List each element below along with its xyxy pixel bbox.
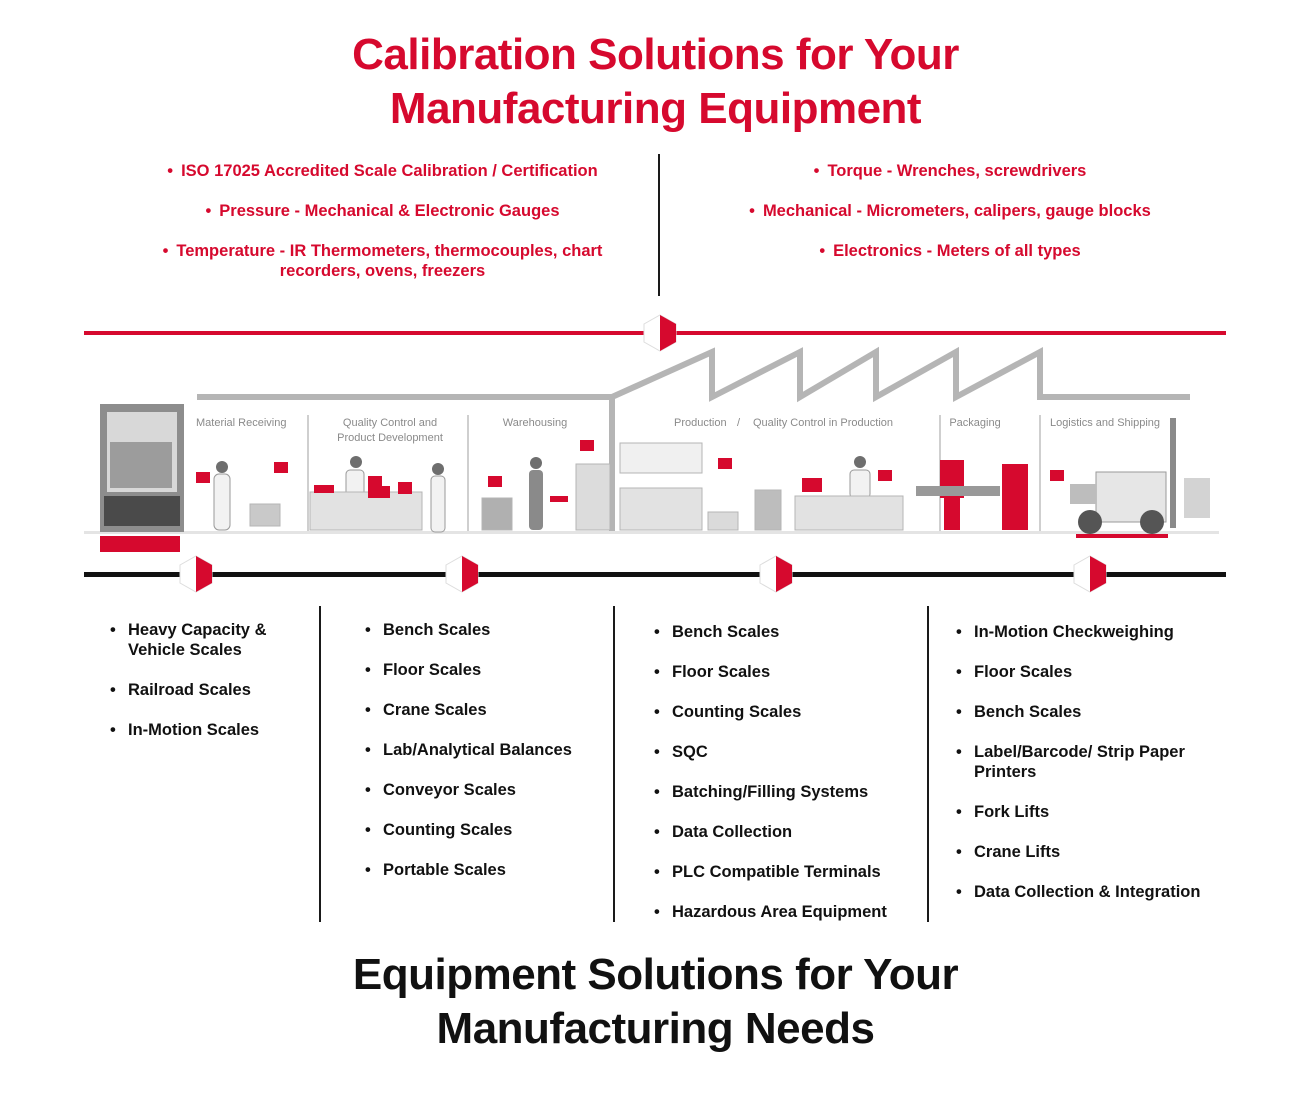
equipment-item: PLC Compatible Terminals	[654, 862, 919, 882]
equipment-item: Floor Scales	[365, 660, 605, 680]
equipment-item: Lab/Analytical Balances	[365, 740, 605, 760]
calibration-title-line1: Calibration Solutions for Your	[352, 30, 959, 79]
equipment-item: Data Collection & Integration	[956, 882, 1226, 902]
calibration-title-line2: Manufacturing Equipment	[389, 84, 922, 133]
stage-label-logistics: Logistics and Shipping	[1050, 417, 1160, 429]
timeline-bottom-marker-3	[759, 555, 793, 593]
floor-line	[84, 531, 1219, 534]
equipment-divider-1	[319, 606, 321, 922]
equipment-item: Batching/Filling Systems	[654, 782, 919, 802]
equipment-title-line1: Equipment Solutions for Your	[352, 950, 959, 999]
truck-icon	[100, 404, 184, 552]
workbench-icons	[249, 442, 904, 531]
equipment-column-2: Bench Scales Floor Scales Crane Scales L…	[365, 620, 605, 900]
product-icons	[314, 482, 568, 502]
equipment-item: In-Motion Checkweighing	[956, 622, 1226, 642]
equipment-divider-2	[613, 606, 615, 922]
equipment-item: Bench Scales	[956, 702, 1226, 722]
calibration-item: •Torque - Wrenches, screwdrivers	[813, 162, 1087, 180]
equipment-title-line2: Manufacturing Needs	[436, 1004, 875, 1053]
stage-label-warehousing: Warehousing	[503, 417, 567, 429]
stage-label-qc-line2: Product Development	[337, 432, 443, 444]
calibration-item: •Mechanical - Micrometers, calipers, gau…	[749, 202, 1151, 220]
equipment-item: Floor Scales	[956, 662, 1226, 682]
stage-label-separator: /	[737, 417, 741, 429]
timeline-top-marker	[643, 314, 677, 352]
calibration-list-left: •ISO 17025 Accredited Scale Calibration …	[120, 161, 645, 301]
equipment-column-3: Bench Scales Floor Scales Counting Scale…	[654, 622, 919, 942]
timeline-bottom-marker-1	[179, 555, 213, 593]
equipment-item: Crane Lifts	[956, 842, 1226, 862]
calibration-item: •Electronics - Meters of all types	[819, 242, 1081, 260]
equipment-item: Hazardous Area Equipment	[654, 902, 919, 922]
equipment-item: Bench Scales	[654, 622, 919, 642]
equipment-item: Crane Scales	[365, 700, 605, 720]
equipment-column-1: Heavy Capacity & Vehicle Scales Railroad…	[110, 620, 310, 760]
equipment-item: Label/Barcode/ Strip Paper Printers	[956, 742, 1226, 782]
equipment-item: Counting Scales	[365, 820, 605, 840]
equipment-item: Heavy Capacity & Vehicle Scales	[110, 620, 310, 660]
stage-label-material-receiving: Material Receiving	[196, 417, 286, 429]
calibration-title: Calibration Solutions for Your Manufactu…	[0, 28, 1311, 136]
equipment-item: Fork Lifts	[956, 802, 1226, 822]
calibration-list-right: •Torque - Wrenches, screwdrivers •Mechan…	[690, 161, 1210, 281]
packaging-machine-icons	[916, 460, 1028, 530]
building-outline	[197, 346, 1190, 532]
stage-label-packaging: Packaging	[949, 417, 1000, 429]
equipment-item: Data Collection	[654, 822, 919, 842]
equipment-item: Railroad Scales	[110, 680, 310, 700]
calibration-divider	[658, 154, 660, 296]
factory-illustration: Material Receiving Quality Control and P…	[84, 314, 1226, 593]
stage-label-production: Production	[674, 417, 727, 429]
scale-terminal-icons	[196, 440, 1064, 492]
equipment-item: Conveyor Scales	[365, 780, 605, 800]
equipment-title: Equipment Solutions for Your Manufacturi…	[0, 948, 1311, 1056]
stage-label-qc-production: Quality Control in Production	[753, 417, 893, 429]
calibration-item: •ISO 17025 Accredited Scale Calibration …	[167, 162, 598, 180]
equipment-item: SQC	[654, 742, 919, 762]
equipment-item: Portable Scales	[365, 860, 605, 880]
forklift-icon	[1070, 418, 1210, 538]
stage-label-qc-line1: Quality Control and	[343, 417, 437, 429]
calibration-item: •Temperature - IR Thermometers, thermoco…	[162, 242, 603, 280]
timeline-bottom-line	[84, 572, 1226, 577]
calibration-item: •Pressure - Mechanical & Electronic Gaug…	[205, 202, 560, 220]
equipment-item: Counting Scales	[654, 702, 919, 722]
worker-icons	[213, 456, 871, 533]
equipment-item: In-Motion Scales	[110, 720, 310, 740]
equipment-divider-3	[927, 606, 929, 922]
timeline-bottom-marker-4	[1073, 555, 1107, 593]
equipment-item: Floor Scales	[654, 662, 919, 682]
timeline-bottom-marker-2	[445, 555, 479, 593]
equipment-item: Bench Scales	[365, 620, 605, 640]
equipment-column-4: In-Motion Checkweighing Floor Scales Ben…	[956, 622, 1226, 922]
